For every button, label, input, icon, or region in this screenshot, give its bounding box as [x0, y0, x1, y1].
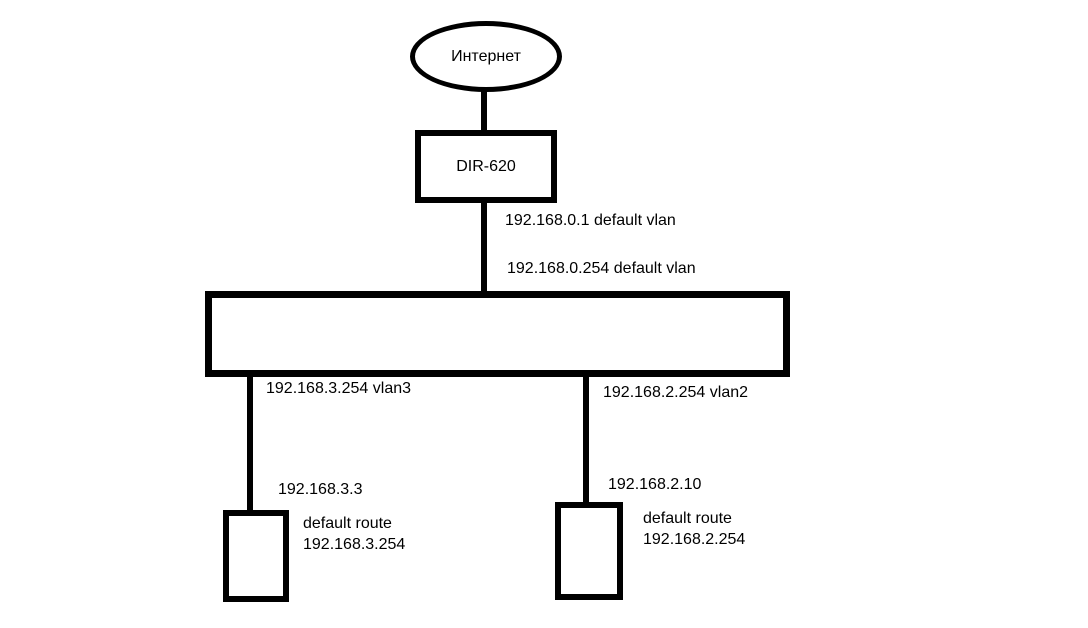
host-left-node [223, 510, 289, 602]
switch-uplink-ip-label: 192.168.0.254 default vlan [507, 260, 696, 277]
router-label: DIR-620 [456, 157, 516, 175]
internet-label: Интернет [451, 47, 521, 65]
link-router-switch [481, 200, 487, 295]
host-right-node [555, 502, 623, 600]
host-left-default-route-label: default route 192.168.3.254 [303, 513, 405, 555]
router-node: DIR-620 [415, 130, 557, 203]
vlan2-interface-label: 192.168.2.254 vlan2 [603, 384, 749, 401]
vlan3-interface-label: 192.168.3.254 vlan3 [266, 380, 412, 397]
link-switch-host-right [583, 374, 589, 505]
router-lan-ip-label: 192.168.0.1 default vlan [505, 212, 676, 229]
switch-node [205, 291, 790, 377]
host-right-route-gateway: 192.168.2.254 [643, 531, 746, 548]
link-switch-host-left [247, 374, 253, 513]
host-right-ip-label: 192.168.2.10 [608, 476, 702, 493]
link-internet-router [481, 88, 487, 134]
host-left-route-text: default route [303, 515, 392, 532]
host-left-route-gateway: 192.168.3.254 [303, 536, 406, 553]
host-left-ip-label: 192.168.3.3 [278, 481, 363, 498]
host-right-route-text: default route [643, 510, 732, 527]
internet-cloud-node: Интернет [410, 21, 562, 92]
host-right-default-route-label: default route 192.168.2.254 [643, 508, 745, 550]
